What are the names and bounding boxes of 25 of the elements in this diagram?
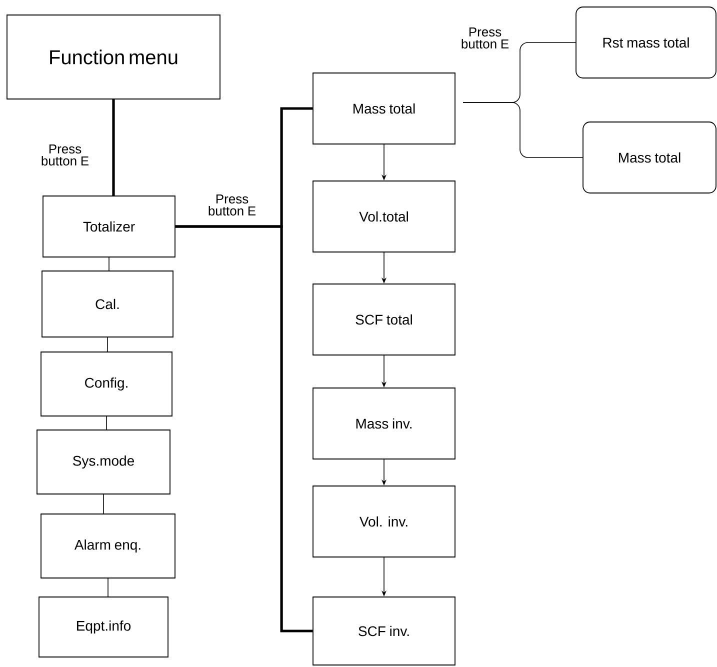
process-box: Totalizer bbox=[42, 196, 176, 258]
menu-box: Function menu bbox=[6, 14, 220, 100]
connector-line bbox=[107, 337, 108, 352]
brace-line bbox=[462, 102, 583, 158]
option-box: Rst mass total bbox=[576, 6, 716, 78]
process-box: Vol. inv. bbox=[312, 486, 456, 558]
connector-line bbox=[106, 416, 107, 430]
option-box: Mass total bbox=[582, 122, 716, 194]
connector-line bbox=[175, 225, 313, 632]
connector-line bbox=[112, 99, 115, 196]
process-box: Vol.total bbox=[312, 180, 456, 252]
connector-line bbox=[108, 257, 110, 271]
process-box: SCF inv. bbox=[312, 596, 456, 666]
process-box: Cal. bbox=[42, 270, 174, 338]
edge-label: Press button E bbox=[33, 143, 97, 167]
process-box: Mass total bbox=[312, 72, 456, 144]
process-box: Alarm enq. bbox=[40, 514, 176, 578]
edge-label: Press button E bbox=[453, 26, 517, 50]
process-box: Mass inv. bbox=[312, 388, 456, 460]
process-box: Sys.mode bbox=[36, 430, 170, 494]
process-box: SCF total bbox=[312, 284, 456, 356]
process-box: Config. bbox=[40, 352, 172, 416]
edge-label: Press button E bbox=[200, 193, 264, 217]
process-box: Eqpt.info bbox=[38, 596, 168, 658]
connector-line bbox=[103, 494, 104, 514]
